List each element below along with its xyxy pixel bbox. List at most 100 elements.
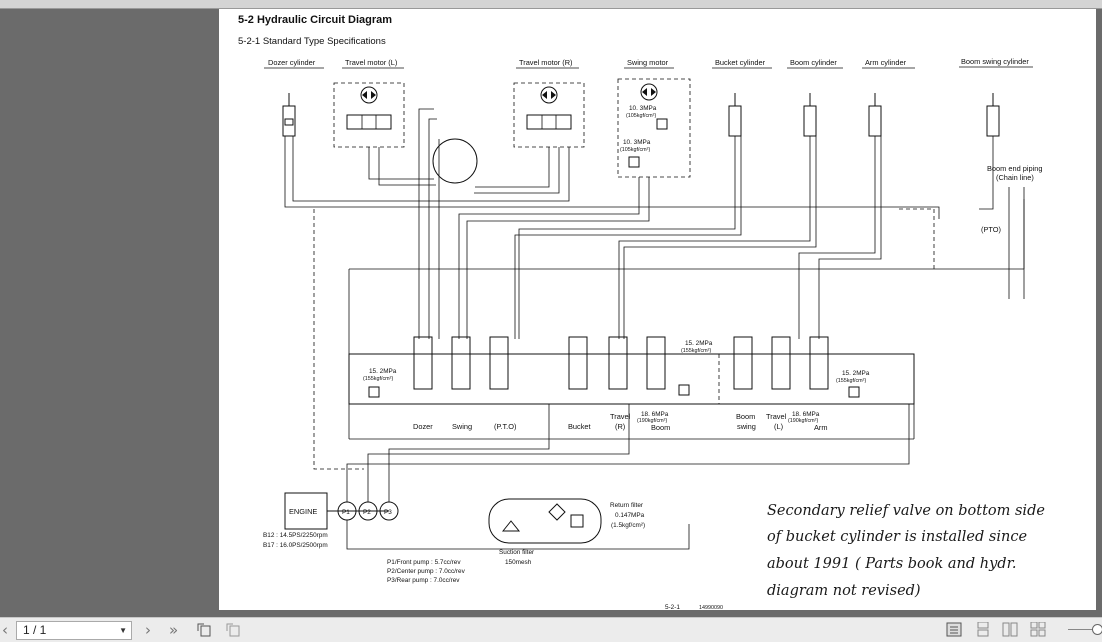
swing-relief-2-kgf: (105kgf/cm²) [620, 147, 650, 153]
pto-port-label: (PTO) [981, 225, 1001, 234]
pump-spec-p3: P3/Rear pump : 7.0cc/rev [387, 577, 460, 584]
boom-end-piping-label: Boom end piping [987, 164, 1042, 173]
zoom-slider-handle[interactable] [1092, 624, 1102, 635]
valve-label-dozer: Dozer [413, 422, 433, 431]
boom-relief-kgf: (190kgf/cm²) [637, 418, 667, 424]
valve-label-pto: (P.T.O) [494, 422, 516, 431]
bucket-cylinder [728, 93, 742, 137]
swing-relief-1-kgf: (105kgf/cm²) [626, 113, 656, 119]
control-valve-block [348, 353, 915, 405]
subsection-title: 5-2-1 Standard Type Specifications [238, 36, 386, 47]
label-arm-cylinder: Arm cylinder [865, 58, 907, 67]
two-page-continuous-icon[interactable] [1030, 622, 1046, 637]
valve-label-boom: Boom [651, 423, 670, 432]
valve-label-boom-swing-1: Boom [736, 412, 755, 421]
swing-motor: 10. 3MPa (105kgf/cm²) 10. 3MPa (105kgf/c… [617, 78, 691, 178]
handwritten-note-line-4: diagram not revised) [767, 583, 921, 599]
valve-label-travel-r-1: Travel [610, 412, 631, 421]
handwritten-note-line-2: of bucket cylinder is installed since [767, 529, 1027, 545]
valve-label-swing: Swing [452, 422, 472, 431]
return-bypass-valve [570, 514, 584, 528]
center-relief: 15. 2MPa [685, 340, 713, 347]
fit-page-icon[interactable] [225, 622, 241, 637]
continuous-icon[interactable] [975, 622, 991, 637]
swing-relief-2: 10. 3MPa [623, 139, 651, 146]
boom-cylinder [803, 93, 817, 137]
valve-label-boom-swing-2: swing [737, 422, 756, 431]
pump-spec-p2: P2/Center pump : 7.0cc/rev [387, 568, 466, 575]
label-underlines [264, 66, 1033, 69]
engine-spec-b12: B12 : 14.5PS/2250rpm [263, 532, 328, 539]
arm-cylinder [868, 93, 882, 137]
pump-p1-label: P1 [342, 509, 350, 516]
rotate-icon[interactable] [196, 622, 212, 637]
pump-p2-label: P2 [363, 509, 371, 516]
boom-swing-cylinder [986, 93, 1000, 137]
dozer-cylinder [282, 93, 296, 137]
left-relief: 15. 2MPa [369, 368, 397, 375]
engine-label: ENGINE [289, 507, 317, 516]
travel-motor-l [333, 82, 405, 148]
chevron-down-icon: ▼ [119, 626, 127, 635]
swing-relief-1: 10. 3MPa [629, 105, 657, 112]
document-page: 5-2 Hydraulic Circuit Diagram 5-2-1 Stan… [219, 9, 1096, 610]
right-relief: 15. 2MPa [842, 370, 870, 377]
suction-filter-mesh: 150mesh [505, 559, 532, 566]
left-relief-valve [368, 386, 380, 398]
page-number: 5-2-1 [665, 604, 680, 610]
suction-filter-symbol [501, 520, 521, 532]
two-page-icon[interactable] [1002, 622, 1018, 637]
label-boom-swing-cylinder: Boom swing cylinder [961, 57, 1029, 66]
prev-page-button[interactable]: ‹ [2, 621, 8, 639]
swivel-joint [432, 138, 478, 184]
valve-label-travel-l-1: Travel [766, 412, 787, 421]
last-page-button[interactable]: » [169, 621, 179, 639]
chain-line-label: (Chain line) [996, 173, 1034, 182]
piping-lines [284, 108, 1025, 440]
handwritten-note-line-3: about 1991 ( Parts book and hydr. [767, 556, 1017, 572]
right-relief-valve [848, 386, 860, 398]
label-travel-motor-l: Travel motor (L) [345, 58, 397, 67]
suction-filter-label: Suction filter [499, 549, 535, 556]
arm-relief: 18. 6MPa [792, 411, 820, 418]
valve-label-travel-l-2: (L) [774, 422, 783, 431]
zoom-slider-track[interactable] [1068, 629, 1098, 630]
label-swing-motor: Swing motor [627, 58, 669, 67]
boom-end-piping [1008, 187, 1025, 299]
engine-spec-b17: B17 : 16.0PS/2500rpm [263, 542, 328, 549]
hydraulic-circuit-diagram: 5-2 Hydraulic Circuit Diagram 5-2-1 Stan… [238, 14, 1045, 610]
return-filter-kgf: (1.5kgf/cm²) [611, 522, 645, 529]
page-select[interactable]: 1 / 1 ▼ [16, 621, 132, 640]
right-relief-kgf: (155kgf/cm²) [836, 378, 866, 384]
label-travel-motor-r: Travel motor (R) [519, 58, 573, 67]
valve-label-travel-r-2: (R) [615, 422, 625, 431]
return-filter-symbol [548, 503, 566, 521]
label-bucket-cylinder: Bucket cylinder [715, 58, 766, 67]
travel-motor-r [513, 82, 585, 148]
pump-spec-p1: P1/Front pump : 5.7cc/rev [387, 559, 461, 566]
boom-relief: 18. 6MPa [641, 411, 669, 418]
viewer-top-bar [0, 0, 1102, 9]
return-filter-label: Return filter [610, 502, 644, 509]
section-title: 5-2 Hydraulic Circuit Diagram [238, 14, 392, 26]
left-relief-kgf: (155kgf/cm²) [363, 376, 393, 382]
pump-lines [346, 404, 910, 550]
pump-p3-label: P3 [384, 509, 392, 516]
return-filter-pressure: 0.147MPa [615, 512, 645, 519]
arm-relief-kgf: (190kgf/cm²) [788, 418, 818, 424]
valve-label-bucket: Bucket [568, 422, 591, 431]
pilot-dashed-lines [313, 208, 935, 470]
center-relief-kgf: (155kgf/cm²) [681, 348, 711, 354]
valve-label-arm: Arm [814, 423, 828, 432]
handwritten-note-line-1: Secondary relief valve on bottom side [767, 503, 1045, 519]
center-relief-valve [678, 384, 690, 396]
control-valve-spools [413, 336, 829, 390]
page-select-value: 1 / 1 [23, 623, 47, 637]
viewer-toolbar: ‹ 1 / 1 ▼ › » [0, 617, 1102, 642]
doc-code: 14990090 [699, 605, 723, 610]
hydraulic-tank [488, 498, 602, 544]
label-dozer-cylinder: Dozer cylinder [268, 58, 316, 67]
next-page-button[interactable]: › [145, 621, 151, 639]
single-page-icon[interactable] [946, 622, 962, 637]
label-boom-cylinder: Boom cylinder [790, 58, 837, 67]
